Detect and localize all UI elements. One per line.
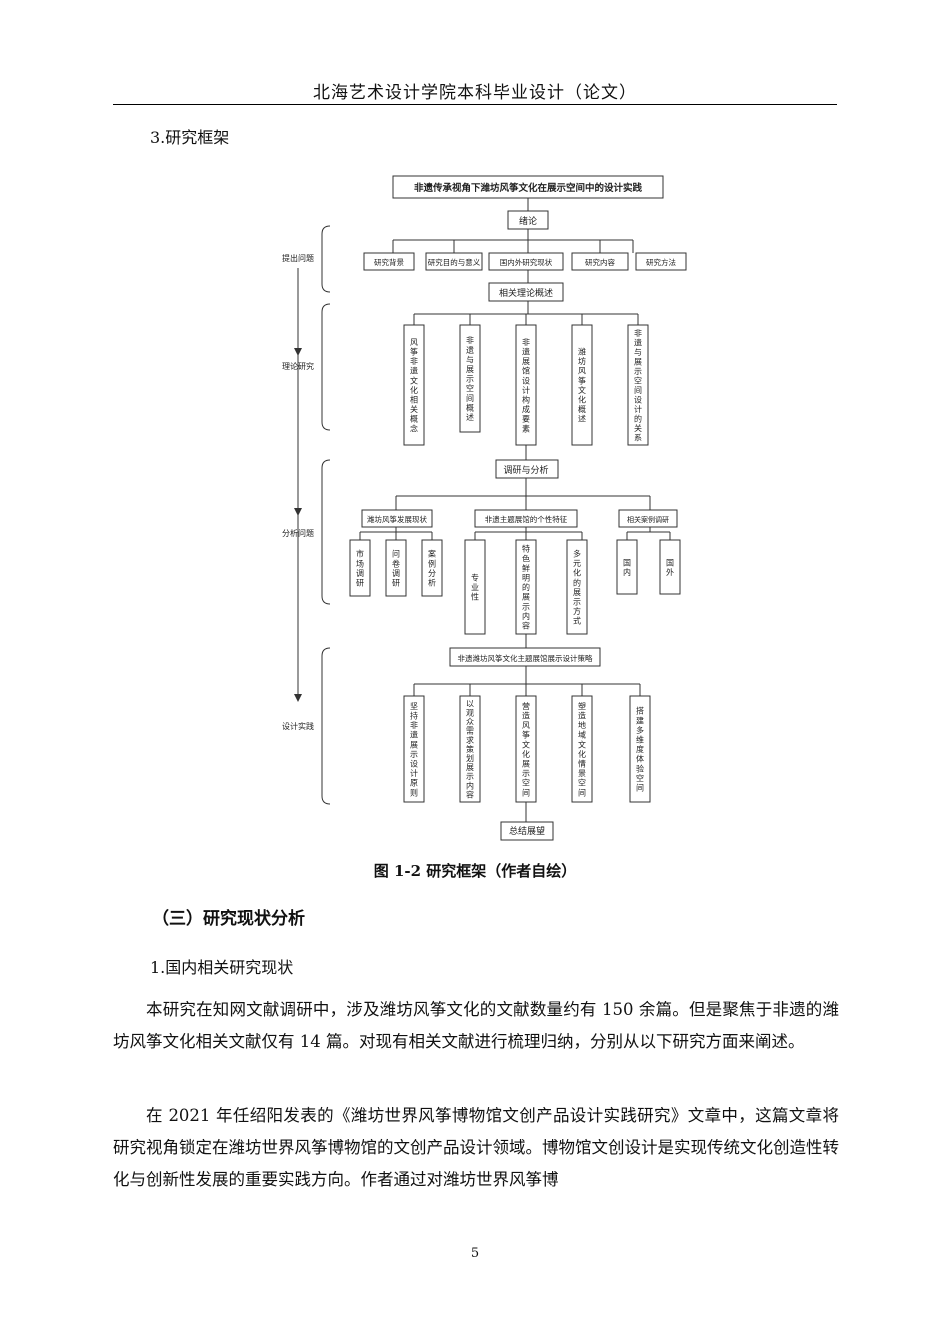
vertical-node-label: 国外 bbox=[666, 558, 674, 577]
phase-label: 分析问题 bbox=[282, 528, 314, 538]
vertical-node-label: 非遗与展示空间设计的关系 bbox=[634, 328, 642, 443]
phase-label: 设计实践 bbox=[282, 721, 314, 731]
vertical-node-label: 特色鲜明的展示内容 bbox=[522, 544, 530, 631]
vertical-node-label: 坚持非遗展示设计原则 bbox=[410, 702, 418, 797]
paragraph: 在 2021 年任绍阳发表的《潍坊世界风筝博物馆文创产品设计实践研究》文章中，这… bbox=[113, 1106, 839, 1189]
vertical-node-label: 潍坊风筝文化概述 bbox=[578, 347, 586, 424]
vertical-node-label: 非遗与展示空间概述 bbox=[466, 335, 474, 422]
vertical-node-label: 专业性 bbox=[471, 573, 479, 602]
research-framework-diagram: 非遗传承视角下潍坊风筝文化在展示空间中的设计实践 绪论 研究背景 研究目的与意义… bbox=[282, 175, 687, 841]
vertical-node-label: 搭建多维度体验空间 bbox=[636, 706, 644, 793]
row1-node: 研究内容 bbox=[585, 257, 615, 267]
phase-label: 理论研究 bbox=[282, 361, 314, 371]
node-survey: 调研与分析 bbox=[503, 464, 548, 476]
node-strategy: 非遗潍坊风筝文化主题展馆展示设计策略 bbox=[458, 653, 593, 663]
vertical-node-label: 以观众需求策划展示内容 bbox=[466, 700, 474, 800]
section-3-title: 3.研究框架 bbox=[150, 128, 230, 147]
vertical-node-label: 问卷调研 bbox=[392, 550, 400, 588]
vertical-node-label: 风筝非遗文化相关概念 bbox=[410, 338, 418, 433]
group-a-label: 潍坊风筝发展现状 bbox=[367, 514, 427, 524]
page-number: 5 bbox=[470, 1246, 480, 1261]
row1-node: 研究目的与意义 bbox=[428, 257, 481, 267]
row1-node: 研究背景 bbox=[374, 257, 404, 267]
section-three-title: （三）研究现状分析 bbox=[152, 909, 305, 929]
diagram-title: 非遗传承视角下潍坊风筝文化在展示空间中的设计实践 bbox=[414, 182, 643, 194]
page-header: 北海艺术设计学院本科毕业设计（论文） bbox=[313, 83, 637, 103]
node-intro: 绪论 bbox=[519, 215, 537, 227]
node-conclusion: 总结展望 bbox=[509, 825, 545, 837]
vertical-node-label: 多元化的展示方式 bbox=[573, 549, 581, 626]
vertical-node-label: 案例分析 bbox=[428, 549, 436, 588]
row1-node: 国内外研究现状 bbox=[500, 257, 553, 267]
paragraph: 本研究在知网文献调研中，涉及潍坊风筝文化的文献数量约有 150 余篇。但是聚焦于… bbox=[113, 1000, 839, 1051]
phase-label: 提出问题 bbox=[282, 253, 314, 263]
node-theory: 相关理论概述 bbox=[499, 287, 553, 299]
group-c-label: 相关案例调研 bbox=[627, 515, 669, 524]
vertical-node-label: 非遗展馆设计构成要素 bbox=[522, 337, 530, 433]
group-b-label: 非遗主题展馆的个性特征 bbox=[485, 514, 568, 524]
row1-node: 研究方法 bbox=[646, 257, 676, 267]
vertical-node-label: 市场调研 bbox=[356, 549, 364, 588]
vertical-node-label: 塑造地域文化情景空间 bbox=[578, 702, 586, 797]
vertical-node-label: 营造风筝文化展示空间 bbox=[522, 701, 530, 797]
figure-caption: 图 1-2 研究框架（作者自绘） bbox=[373, 862, 577, 880]
vertical-node-label: 国内 bbox=[623, 558, 631, 577]
header-rule bbox=[113, 104, 837, 105]
section-1-title: 1.国内相关研究现状 bbox=[150, 958, 294, 977]
